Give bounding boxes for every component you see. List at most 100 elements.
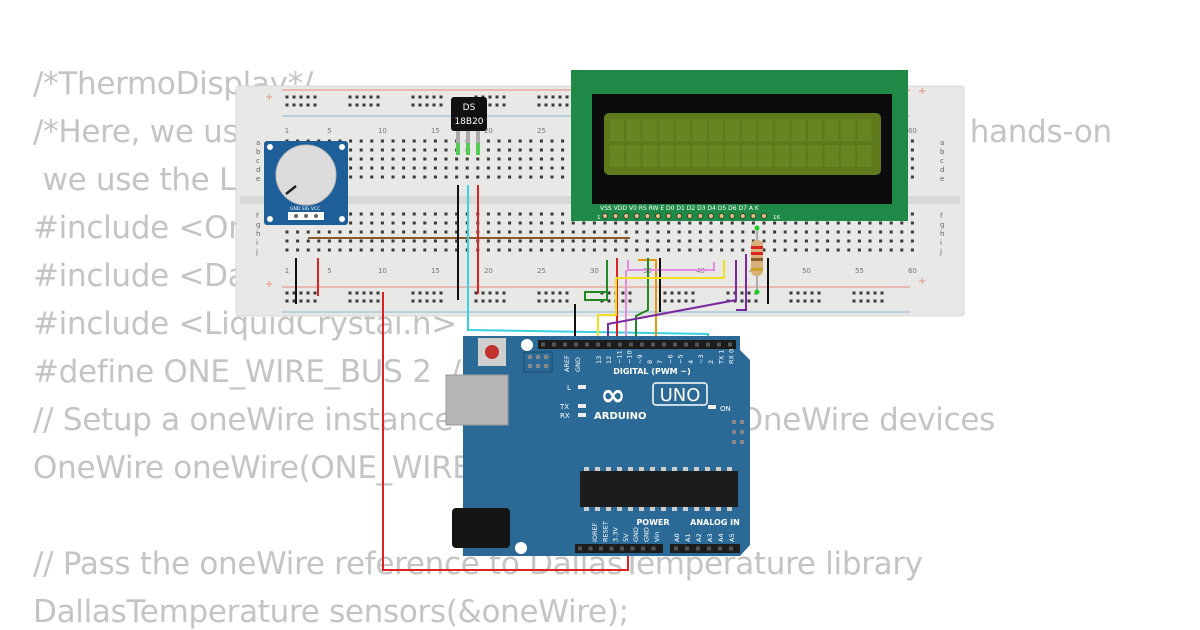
breadboard-hole[interactable] bbox=[794, 221, 798, 225]
breadboard-hole[interactable] bbox=[338, 239, 342, 243]
breadboard-hole[interactable] bbox=[868, 248, 872, 252]
rail-hole[interactable] bbox=[355, 103, 359, 107]
breadboard-hole[interactable] bbox=[688, 248, 692, 252]
rail-hole[interactable] bbox=[299, 95, 303, 99]
breadboard-hole[interactable] bbox=[561, 212, 565, 216]
breadboard-hole[interactable] bbox=[518, 166, 522, 170]
breadboard-hole[interactable] bbox=[486, 139, 490, 143]
breadboard-hole[interactable] bbox=[826, 239, 830, 243]
breadboard-hole[interactable] bbox=[508, 157, 512, 161]
breadboard-hole[interactable] bbox=[720, 248, 724, 252]
wires[interactable] bbox=[295, 185, 769, 571]
breadboard-hole[interactable] bbox=[455, 239, 459, 243]
breadboard-hole[interactable] bbox=[868, 230, 872, 234]
breadboard-hole[interactable] bbox=[349, 230, 353, 234]
breadboard-hole[interactable] bbox=[412, 248, 416, 252]
rail-hole[interactable] bbox=[306, 103, 310, 107]
breadboard-hole[interactable] bbox=[635, 230, 639, 234]
breadboard-hole[interactable] bbox=[349, 212, 353, 216]
breadboard-hole[interactable] bbox=[444, 212, 448, 216]
rail-hole[interactable] bbox=[810, 291, 814, 295]
breadboard-hole[interactable] bbox=[773, 248, 777, 252]
breadboard-hole[interactable] bbox=[423, 157, 427, 161]
breadboard-hole[interactable] bbox=[539, 230, 543, 234]
rail-hole[interactable] bbox=[551, 299, 555, 303]
rail-hole[interactable] bbox=[859, 299, 863, 303]
rail-hole[interactable] bbox=[726, 291, 730, 295]
breadboard-hole[interactable] bbox=[455, 212, 459, 216]
rail-hole[interactable] bbox=[306, 291, 310, 295]
breadboard-hole[interactable] bbox=[910, 221, 914, 225]
breadboard-hole[interactable] bbox=[762, 221, 766, 225]
breadboard-hole[interactable] bbox=[677, 239, 681, 243]
rail-hole[interactable] bbox=[418, 291, 422, 295]
rail-hole[interactable] bbox=[292, 103, 296, 107]
rail-hole[interactable] bbox=[740, 299, 744, 303]
rail-hole[interactable] bbox=[558, 291, 562, 295]
rail-hole[interactable] bbox=[488, 95, 492, 99]
rail-hole[interactable] bbox=[488, 103, 492, 107]
breadboard-hole[interactable] bbox=[327, 239, 331, 243]
breadboard-hole[interactable] bbox=[550, 221, 554, 225]
breadboard-hole[interactable] bbox=[539, 212, 543, 216]
breadboard-hole[interactable] bbox=[380, 221, 384, 225]
rail-hole[interactable] bbox=[432, 299, 436, 303]
breadboard-hole[interactable] bbox=[624, 221, 628, 225]
breadboard-hole[interactable] bbox=[910, 166, 914, 170]
breadboard-hole[interactable] bbox=[826, 248, 830, 252]
breadboard-hole[interactable] bbox=[508, 175, 512, 179]
breadboard-hole[interactable] bbox=[550, 139, 554, 143]
breadboard-hole[interactable] bbox=[667, 239, 671, 243]
rail-hole[interactable] bbox=[299, 103, 303, 107]
breadboard-hole[interactable] bbox=[910, 248, 914, 252]
rail-hole[interactable] bbox=[418, 103, 422, 107]
rail-hole[interactable] bbox=[425, 95, 429, 99]
breadboard-hole[interactable] bbox=[412, 139, 416, 143]
rail-hole[interactable] bbox=[362, 291, 366, 295]
breadboard-hole[interactable] bbox=[910, 157, 914, 161]
breadboard-hole[interactable] bbox=[550, 166, 554, 170]
breadboard-hole[interactable] bbox=[359, 175, 363, 179]
breadboard-hole[interactable] bbox=[497, 175, 501, 179]
breadboard-hole[interactable] bbox=[497, 139, 501, 143]
breadboard-hole[interactable] bbox=[773, 221, 777, 225]
breadboard-hole[interactable] bbox=[391, 248, 395, 252]
breadboard-hole[interactable] bbox=[444, 248, 448, 252]
breadboard-hole[interactable] bbox=[539, 166, 543, 170]
breadboard-hole[interactable] bbox=[836, 248, 840, 252]
breadboard-hole[interactable] bbox=[783, 239, 787, 243]
breadboard-hole[interactable] bbox=[444, 139, 448, 143]
breadboard-hole[interactable] bbox=[550, 248, 554, 252]
rail-hole[interactable] bbox=[880, 291, 884, 295]
breadboard-hole[interactable] bbox=[539, 248, 543, 252]
breadboard-hole[interactable] bbox=[730, 221, 734, 225]
breadboard-hole[interactable] bbox=[391, 230, 395, 234]
breadboard-hole[interactable] bbox=[698, 230, 702, 234]
rail-hole[interactable] bbox=[607, 299, 611, 303]
rail-hole[interactable] bbox=[292, 299, 296, 303]
breadboard-hole[interactable] bbox=[561, 139, 565, 143]
rail-hole[interactable] bbox=[565, 95, 569, 99]
breadboard-hole[interactable] bbox=[296, 248, 300, 252]
breadboard-hole[interactable] bbox=[539, 175, 543, 179]
breadboard-hole[interactable] bbox=[645, 248, 649, 252]
rail-hole[interactable] bbox=[425, 299, 429, 303]
breadboard-hole[interactable] bbox=[614, 221, 618, 225]
rail-hole[interactable] bbox=[299, 291, 303, 295]
arduino-uno[interactable]: DIGITAL (PWM ~) ∞ UNO ARDUINO ON L TX RX… bbox=[445, 336, 774, 556]
breadboard-hole[interactable] bbox=[518, 157, 522, 161]
breadboard-hole[interactable] bbox=[667, 230, 671, 234]
breadboard-hole[interactable] bbox=[402, 212, 406, 216]
breadboard-hole[interactable] bbox=[603, 221, 607, 225]
breadboard-hole[interactable] bbox=[508, 148, 512, 152]
breadboard-hole[interactable] bbox=[773, 230, 777, 234]
breadboard-hole[interactable] bbox=[349, 221, 353, 225]
breadboard-hole[interactable] bbox=[836, 221, 840, 225]
rail-hole[interactable] bbox=[285, 103, 289, 107]
rail-hole[interactable] bbox=[880, 299, 884, 303]
breadboard-hole[interactable] bbox=[423, 148, 427, 152]
rail-hole[interactable] bbox=[677, 299, 681, 303]
rail-hole[interactable] bbox=[299, 299, 303, 303]
rail-hole[interactable] bbox=[551, 103, 555, 107]
breadboard-hole[interactable] bbox=[582, 230, 586, 234]
